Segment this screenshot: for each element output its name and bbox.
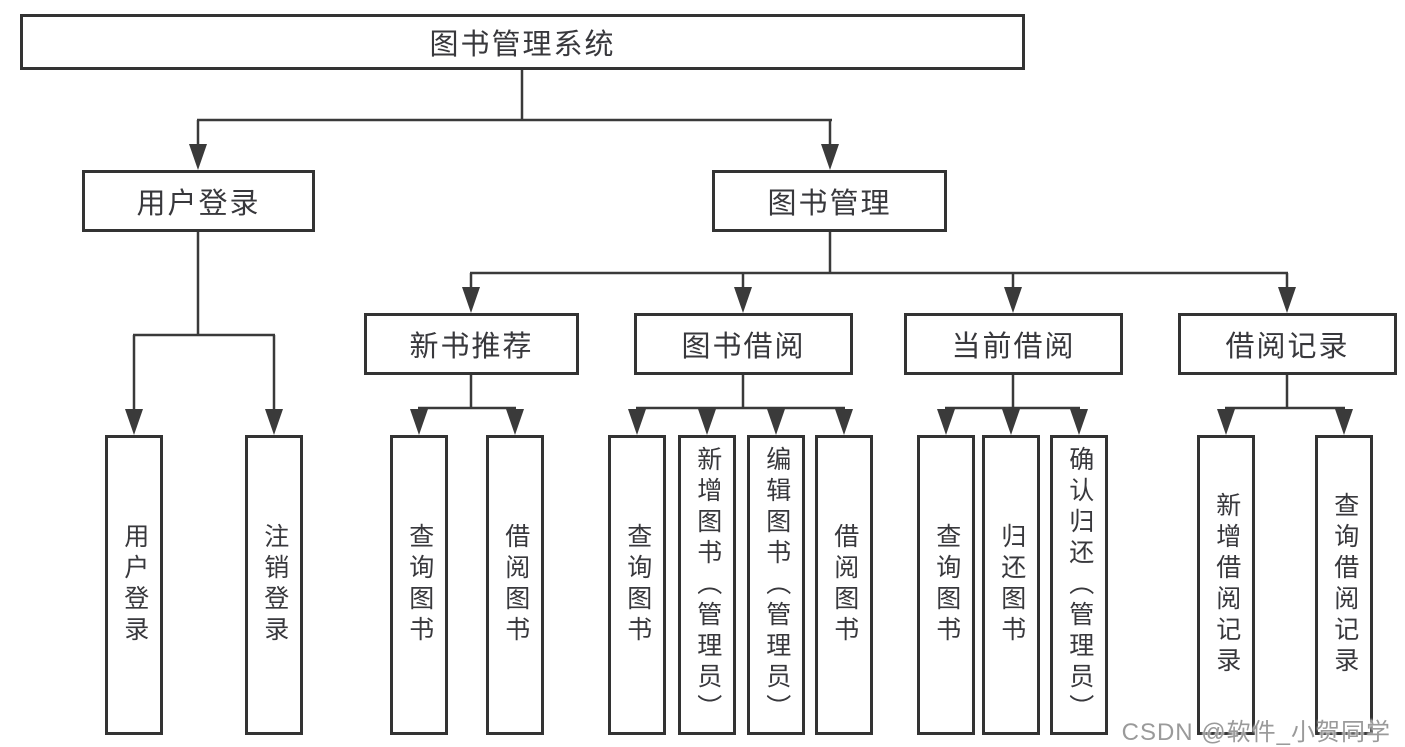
leaf-br-query-record: 查询借阅记录 (1315, 435, 1373, 735)
leaf-label: 归还图书 (997, 523, 1026, 647)
leaf-bb-add-books-admin: 新增图书（管理员） (678, 435, 736, 735)
node-borrowing-records: 借阅记录 (1178, 313, 1397, 375)
arrowhead (462, 287, 480, 313)
leaf-label: 新增借阅记录 (1212, 492, 1241, 678)
arrowhead (628, 409, 646, 435)
arrowhead (189, 144, 207, 170)
arrowhead (410, 409, 428, 435)
leaf-label: 借阅图书 (830, 523, 859, 647)
leaf-label: 查询图书 (623, 523, 652, 647)
arrowhead (835, 409, 853, 435)
leaf-label: 查询图书 (932, 523, 961, 647)
leaf-label: 用户登录 (120, 523, 149, 647)
leaf-user-login: 用户登录 (105, 435, 163, 735)
leaf-label: 借阅图书 (501, 523, 530, 647)
leaf-label: 新增图书（管理员） (693, 445, 722, 725)
arrowhead (506, 409, 524, 435)
leaf-label: 注销登录 (260, 523, 289, 647)
arrowhead (698, 409, 716, 435)
node-user-login: 用户登录 (82, 170, 315, 232)
arrowhead (1002, 409, 1020, 435)
leaf-bb-query-books: 查询图书 (608, 435, 666, 735)
node-current-borrowing: 当前借阅 (904, 313, 1123, 375)
arrowhead (1217, 409, 1235, 435)
leaf-label: 确认归还（管理员） (1065, 445, 1094, 725)
arrowhead (1335, 409, 1353, 435)
node-book-borrowing: 图书借阅 (634, 313, 853, 375)
leaf-bb-borrow-books: 借阅图书 (815, 435, 873, 735)
leaf-nb-query-books: 查询图书 (390, 435, 448, 735)
leaf-label: 查询图书 (405, 523, 434, 647)
arrowhead (265, 409, 283, 435)
arrowhead (1004, 287, 1022, 313)
leaf-cb-return-books: 归还图书 (982, 435, 1040, 735)
arrowhead (767, 409, 785, 435)
arrowhead (1278, 287, 1296, 313)
leaf-nb-borrow-books: 借阅图书 (486, 435, 544, 735)
arrowhead (734, 287, 752, 313)
leaf-cb-confirm-return-admin: 确认归还（管理员） (1050, 435, 1108, 735)
leaf-label: 编辑图书（管理员） (762, 445, 791, 725)
arrowhead (937, 409, 955, 435)
arrowhead (1070, 409, 1088, 435)
leaf-cb-query-books: 查询图书 (917, 435, 975, 735)
arrowhead (821, 144, 839, 170)
node-book-management: 图书管理 (712, 170, 947, 232)
node-root: 图书管理系统 (20, 14, 1025, 70)
node-new-book-recommend: 新书推荐 (364, 313, 579, 375)
arrowhead (125, 409, 143, 435)
leaf-label: 查询借阅记录 (1330, 492, 1359, 678)
leaf-bb-edit-books-admin: 编辑图书（管理员） (747, 435, 805, 735)
leaf-br-add-record: 新增借阅记录 (1197, 435, 1255, 735)
leaf-logout: 注销登录 (245, 435, 303, 735)
